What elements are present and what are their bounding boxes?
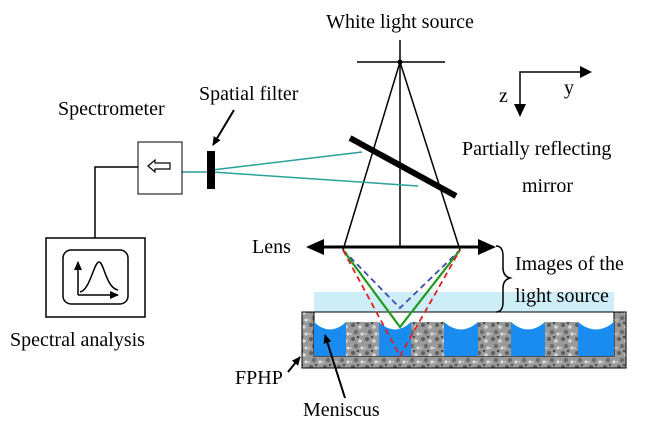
image-ray-blue	[342, 249, 461, 310]
white-light-source-label: White light source	[326, 11, 474, 33]
channel-2	[379, 322, 444, 356]
axis-y-label: y	[564, 77, 574, 99]
spatial-filter	[207, 151, 215, 189]
coordinate-axes	[519, 71, 583, 113]
images-brace	[495, 245, 513, 313]
incident-ray-left	[342, 61, 401, 251]
spectral-analysis-screen	[62, 249, 129, 305]
fphp-outline	[301, 311, 627, 369]
channel-4	[511, 322, 578, 356]
images-label-line2: light source	[515, 285, 609, 307]
channel-1	[314, 322, 379, 356]
meniscus-pointer	[323, 334, 346, 399]
z-axis-arrowhead	[514, 104, 526, 117]
channel-3	[444, 322, 511, 356]
axis-z-label: z	[499, 85, 508, 107]
channel-5	[578, 322, 614, 356]
images-label-line1: Images of the	[515, 253, 624, 275]
image-ray-red	[342, 249, 461, 358]
y-axis-arrowhead	[580, 66, 592, 78]
lens-label: Lens	[252, 236, 291, 258]
cable-spectrometer-analyzer	[94, 166, 138, 238]
reflected-beam-upper	[211, 151, 363, 171]
incident-ray-right	[399, 61, 461, 251]
spectral-analysis-label: Spectral analysis	[10, 329, 145, 351]
reflected-beam-lower	[211, 171, 419, 187]
fphp-channels	[314, 322, 614, 356]
arrow-left-icon	[147, 158, 171, 174]
spatial-filter-pointer	[212, 109, 235, 146]
image-ray-green	[342, 249, 461, 329]
spatial-filter-label: Spatial filter	[199, 83, 299, 105]
lens-right-arrowhead	[478, 239, 496, 255]
partially-reflecting-mirror	[348, 135, 458, 199]
lens-left-arrowhead	[306, 239, 324, 255]
mirror-label-line2: mirror	[522, 175, 573, 197]
meniscus-label: Meniscus	[303, 399, 380, 421]
spectrometer-label: Spectrometer	[58, 98, 165, 120]
fphp-label: FPHP	[235, 367, 283, 389]
spectrum-curve-icon	[74, 261, 119, 299]
fphp-pointer	[287, 356, 301, 373]
mirror-label-line1: Partially reflecting	[462, 138, 611, 160]
